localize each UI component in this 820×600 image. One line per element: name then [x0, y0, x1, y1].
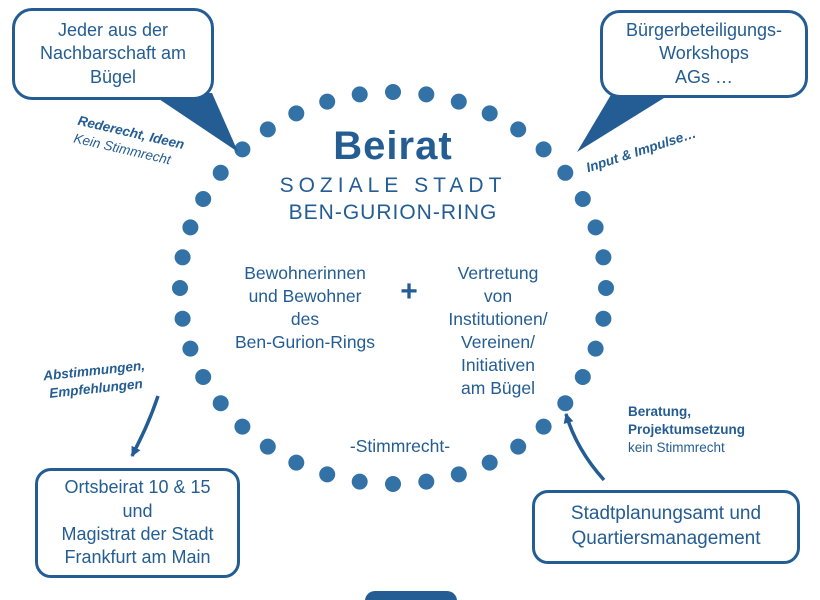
ring-dot-icon [450, 466, 467, 483]
ring-dot-icon [557, 164, 574, 181]
circle-subtitle-soziale-stadt: SOZIALE STADT [279, 174, 507, 197]
member-groups: Bewohnerinnen und Bewohner des Ben-Gurio… [220, 262, 568, 401]
ring-dot-icon [212, 395, 229, 412]
bubble-nachbarschaft-text: Jeder aus der Nachbarschaft am Bügel [39, 19, 187, 87]
ring-dot-icon [172, 280, 188, 296]
ring-dot-icon [510, 121, 527, 138]
ring-dot-icon [182, 219, 199, 236]
top-left-bubble-tail-icon [150, 93, 238, 152]
ring-dot-icon [385, 476, 401, 492]
ring-dot-icon [535, 418, 552, 435]
ring-dot-icon [259, 438, 276, 455]
bubble-buergerbeteiligung-text: Bürgerbeteiligungs- Workshops AGs … [625, 19, 783, 87]
circle-subtitle-ben-gurion-ring: BEN-GURION-RING [288, 201, 498, 224]
ring-dot-icon [288, 105, 305, 122]
ring-dot-icon [587, 340, 604, 357]
ring-dot-icon [234, 141, 251, 158]
ring-dot-icon [595, 310, 612, 327]
ring-dot-icon [288, 454, 305, 471]
group-bewohner: Bewohnerinnen und Bewohner des Ben-Gurio… [234, 263, 376, 353]
ring-dot-icon [574, 191, 591, 207]
ring-dot-icon [574, 369, 591, 385]
box-ortsbeirat-text: Ortsbeirat 10 & 15 und Magistrat der Sta… [61, 477, 214, 568]
top-right-bubble-tail-icon [577, 93, 672, 152]
ring-dot-icon [182, 340, 199, 357]
ring-dot-icon [212, 164, 229, 181]
ring-dot-icon [319, 466, 336, 483]
ring-dot-icon [351, 473, 368, 490]
box-stadtplanungsamt-text: Stadtplanungsamt und Quartiersmanagement [570, 503, 762, 549]
dot-ring [172, 84, 614, 492]
ring-dot-icon [587, 219, 604, 236]
box-ortsbeirat: Ortsbeirat 10 & 15 und Magistrat der Sta… [35, 468, 240, 578]
circle-heading: Beirat SOZIALE STADT BEN-GURION-RING [233, 124, 553, 225]
ring-dot-icon [481, 454, 498, 471]
ring-dot-icon [598, 280, 614, 296]
box-stadtplanungsamt: Stadtplanungsamt und Quartiersmanagement [532, 490, 800, 564]
ring-dot-icon [595, 249, 612, 266]
label-beratung: Beratung, Projektumsetzung kein Stimmrec… [628, 403, 745, 458]
voting-right-label: -Stimmrecht- [349, 436, 451, 456]
ring-dot-icon [195, 369, 212, 385]
ring-dot-icon [510, 438, 527, 455]
group-vertretung: Vertretung von Institutionen/ Vereinen/ … [448, 263, 548, 399]
label-beratung-normal: kein Stimmrecht [628, 440, 725, 456]
ring-dot-icon [259, 121, 276, 138]
ring-dot-icon [385, 84, 401, 100]
ring-dot-icon [418, 473, 435, 490]
ring-dot-icon [195, 191, 212, 207]
arrow-to-ortsbeirat-icon [130, 395, 160, 457]
ring-dot-icon [234, 418, 251, 435]
bubble-nachbarschaft: Jeder aus der Nachbarschaft am Bügel [12, 8, 214, 100]
ring-dot-icon [450, 93, 467, 110]
ring-dot-icon [319, 93, 336, 110]
arrow-to-beirat-icon [563, 413, 606, 482]
ring-dot-icon [418, 86, 435, 103]
ring-dot-icon [535, 141, 552, 158]
bubble-buergerbeteiligung: Bürgerbeteiligungs- Workshops AGs … [600, 10, 808, 98]
ring-dot-icon [174, 310, 191, 327]
cutoff-element [365, 591, 457, 600]
ring-dot-icon [174, 249, 191, 266]
ring-dot-icon [557, 395, 574, 412]
ring-dot-icon [481, 105, 498, 122]
ring-dot-icon [351, 86, 368, 103]
label-beratung-bold: Beratung, Projektumsetzung [628, 404, 746, 438]
circle-title: Beirat [333, 124, 453, 168]
plus-icon: + [400, 275, 418, 308]
